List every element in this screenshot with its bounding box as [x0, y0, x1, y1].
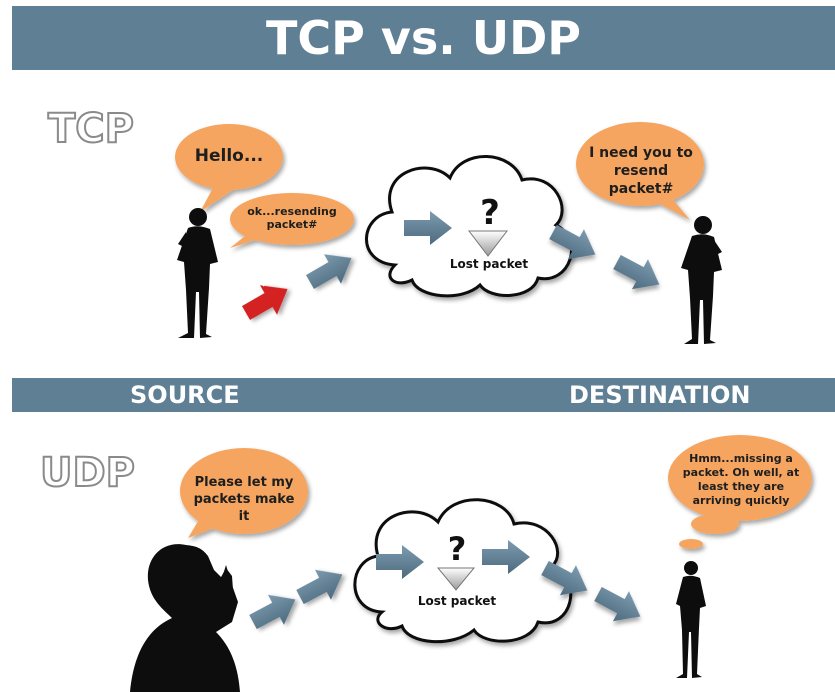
udp-destination-thought-bubble	[668, 435, 812, 549]
udp-destination-person-icon	[676, 561, 706, 678]
source-destination-banner: SOURCE DESTINATION	[12, 378, 835, 412]
tcp-cloud	[365, 155, 573, 298]
tcp-question-mark: ?	[480, 193, 500, 233]
tcp-section-label: TCP	[47, 105, 135, 153]
title-banner: TCP vs. UDP	[12, 6, 835, 70]
udp-source-text: Please let my packets make it	[193, 475, 295, 524]
udp-arrow-to-cloud-1	[245, 584, 304, 638]
udp-section-label: UDP	[39, 449, 136, 497]
tcp-arrow-to-cloud	[301, 243, 361, 297]
udp-source-praying-person-icon	[130, 544, 240, 692]
tcp-source-person-icon	[177, 208, 218, 338]
udp-destination-text: Hmm...missing a packet. Oh well, at leas…	[682, 452, 800, 507]
tcp-resending-bubble	[230, 193, 354, 248]
udp-lost-packet-label: Lost packet	[417, 594, 497, 608]
udp-arrow-to-cloud-2	[292, 559, 351, 613]
tcp-lost-packet-label: Lost packet	[449, 257, 529, 271]
source-label: SOURCE	[130, 381, 240, 409]
tcp-hello-text: Hello...	[194, 146, 264, 166]
tcp-lost-packet-drop-icon	[467, 230, 509, 257]
udp-source-bubble	[180, 448, 308, 538]
udp-lost-packet-drop-icon	[436, 567, 476, 591]
tcp-destination-text: I need you to resend packet#	[589, 145, 693, 197]
tcp-hello-bubble	[175, 124, 283, 212]
tcp-arrow-from-cloud-2	[609, 246, 668, 300]
udp-arrow-from-cloud-2	[590, 578, 649, 632]
udp-question-mark: ?	[447, 530, 467, 568]
destination-label: DESTINATION	[569, 381, 751, 409]
tcp-destination-bubble	[576, 122, 704, 220]
tcp-resending-text: ok...resending packet#	[247, 205, 337, 231]
page-title: TCP vs. UDP	[266, 11, 581, 65]
tcp-destination-person-icon	[681, 216, 722, 344]
